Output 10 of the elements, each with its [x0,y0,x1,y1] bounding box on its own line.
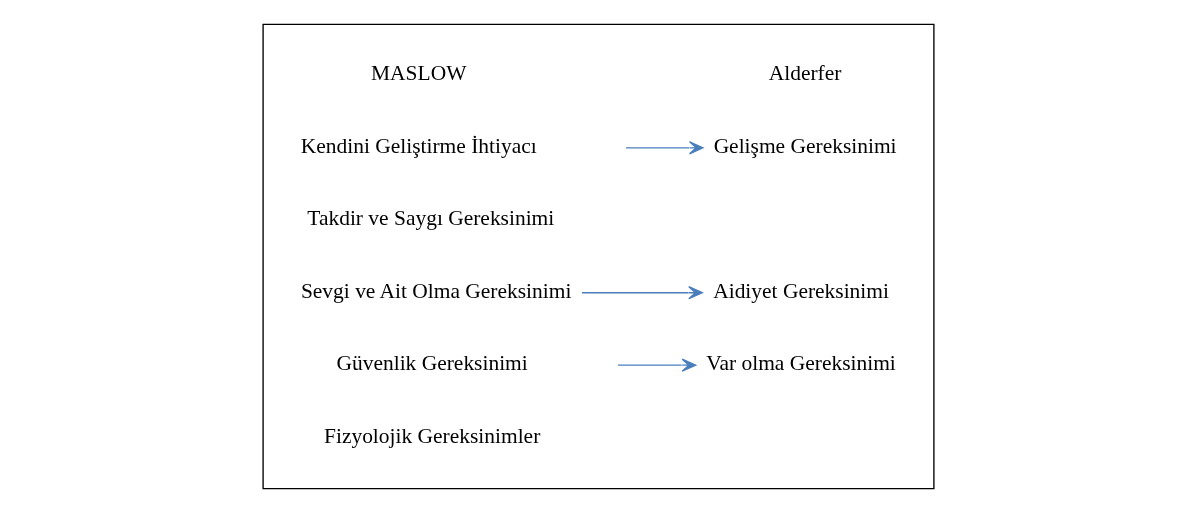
label: MASLOW [370,61,466,86]
node-text: Sevgi ve Ait Olma Gereksinimi [300,278,571,303]
node-text: Gelişme Gereksinimi [713,133,897,158]
node-text: Kendini Geliştirme İhtiyacı [300,133,537,158]
node-text: Takdir ve Saygı Gereksinimi [306,206,554,231]
label: Alderfer [768,61,841,86]
node-text: Var olma Gereksinimi [705,351,896,376]
node-text: Fizyolojik Gereksinimler [323,423,540,448]
node-text: Güvenlik Gereksinimi [336,351,528,376]
node-text: Aidiyet Gereksinimi [712,278,889,303]
